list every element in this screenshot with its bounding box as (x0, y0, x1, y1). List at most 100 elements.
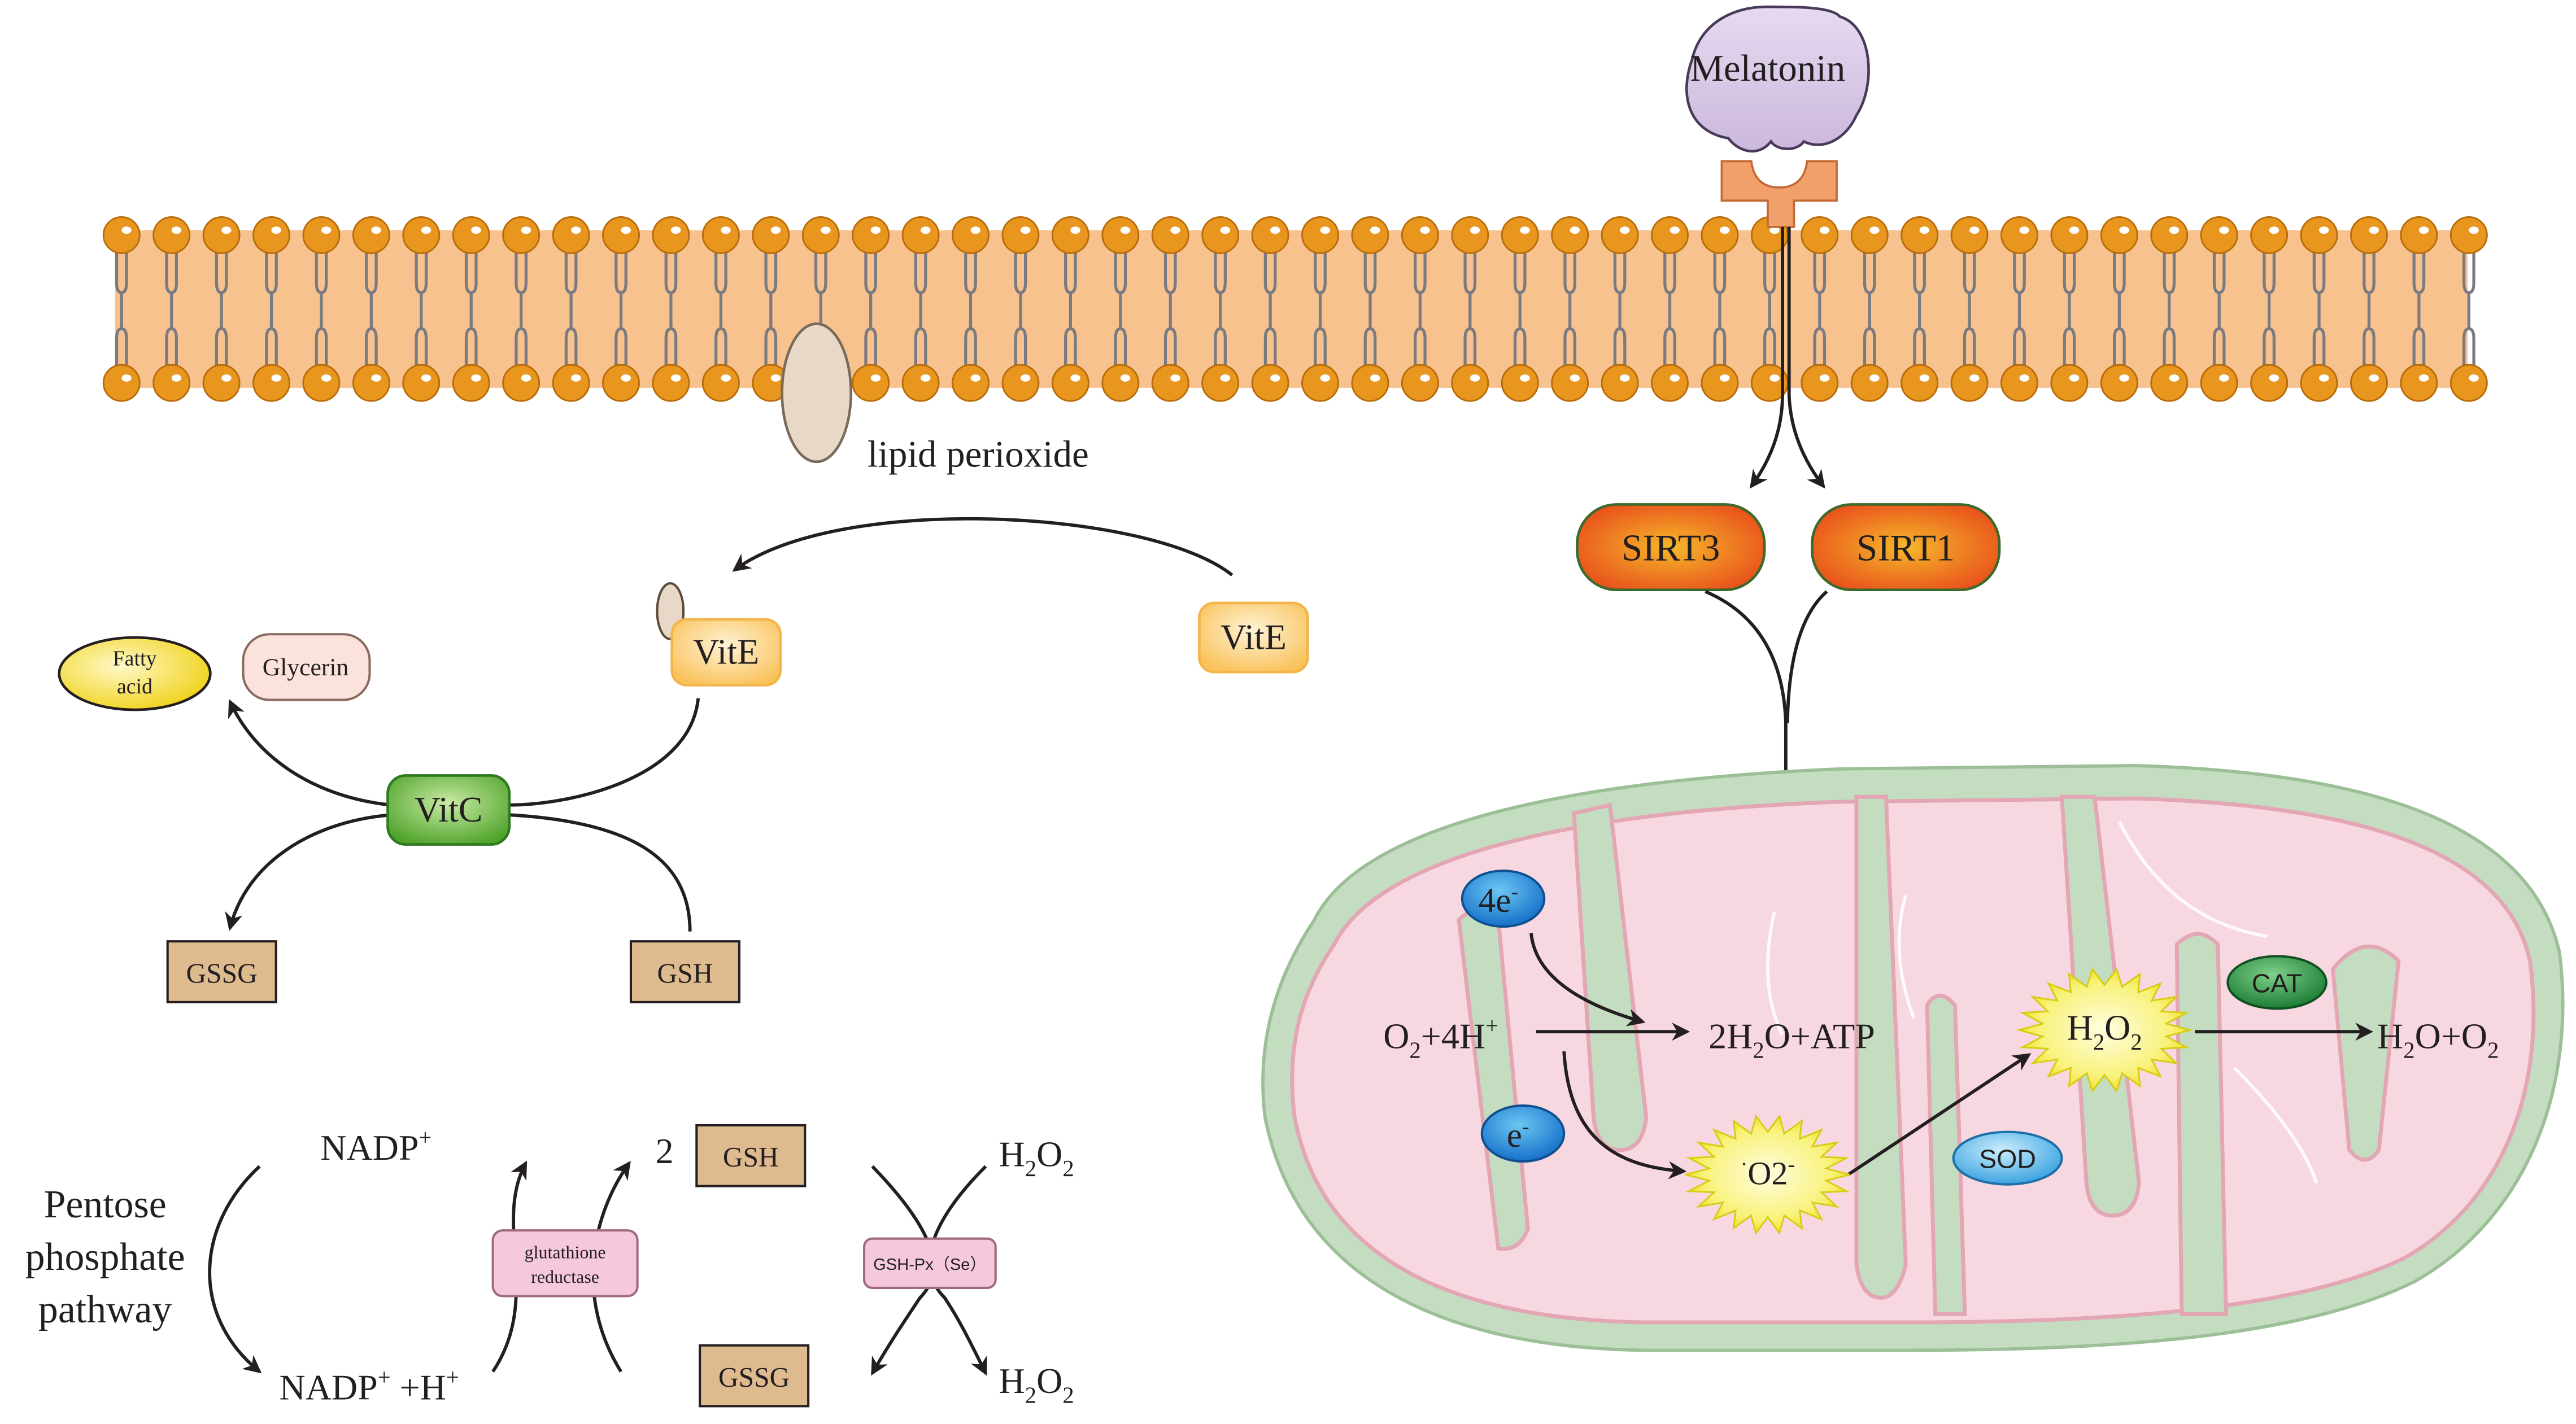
lipid-head-highlight (521, 374, 531, 382)
crista-4 (1925, 993, 1967, 1316)
gssg-lower-label: GSSG (718, 1361, 790, 1392)
vite-free-box (1198, 601, 1309, 674)
fatty-acid-label-line1: Fatty (113, 647, 157, 671)
lipid-head (102, 364, 141, 402)
lipid-head-highlight (1270, 374, 1280, 382)
water-atp-label: 2H2O+ATP (1708, 1016, 1875, 1063)
lipid-head-highlight (171, 226, 182, 234)
lipid-tail (415, 246, 428, 372)
lipid-tail (1463, 246, 1477, 372)
four-electron-label: 4e- (1479, 880, 1518, 920)
lipid-tail (1563, 246, 1576, 372)
lipid-head-highlight (1270, 226, 1280, 234)
lipid-tail (1014, 246, 1027, 372)
gsh-lower-box (695, 1124, 807, 1187)
vite-free-node: VitE (1198, 601, 1309, 674)
lipid-head-highlight (770, 226, 781, 234)
lipid-head-highlight (2019, 226, 2029, 234)
electron-shape (1480, 1104, 1566, 1163)
water-oxygen-label: H2O+O2 (2377, 1016, 2499, 1063)
gsh-lower-node: GSH (695, 1124, 807, 1187)
lipid-head-highlight (2369, 226, 2379, 234)
lipid-heads (102, 216, 2488, 402)
vite-bound-label: VitE (693, 632, 759, 672)
lipid-tail (1263, 246, 1277, 372)
lipid-head-highlight (2369, 374, 2379, 382)
lipid-head-highlight (621, 374, 631, 382)
four-electron-node: 4e- (1461, 870, 1546, 928)
lipid-head (701, 364, 740, 402)
gssg-lower-node: GSSG (699, 1344, 810, 1408)
superoxide-node: ·O2- (1685, 1114, 1850, 1235)
glutathione-reductase-line2: reductase (531, 1266, 599, 1287)
lipid-head (302, 216, 341, 254)
gsh-upper-node: GSH (629, 940, 740, 1003)
lipid-head (452, 364, 490, 402)
lipid-head (352, 364, 390, 402)
sirt1-node: SIRT1 (1811, 503, 2001, 592)
lipid-head (652, 216, 690, 254)
lipid-head-highlight (1969, 226, 1980, 234)
lipid-head (1301, 364, 1339, 402)
lipid-tail (1314, 246, 1327, 372)
lipid-head (1501, 216, 1539, 254)
lipid-head (402, 364, 441, 402)
lipid-head (152, 364, 191, 402)
lipid-tail (2163, 246, 2176, 372)
h2o2-burst (2016, 967, 2193, 1093)
lipid-head-highlight (1670, 374, 1680, 382)
lipid-head-highlight (1170, 226, 1180, 234)
lipid-head (2100, 216, 2138, 254)
lipid-head (152, 216, 191, 254)
sirt1-join-curve (1785, 590, 1828, 723)
lipid-head-highlight (1470, 226, 1480, 234)
vitc-node: VitC (386, 774, 511, 846)
lipid-head (1151, 216, 1189, 254)
melatonin-shape (1685, 5, 1870, 153)
lipid-tail (315, 246, 328, 372)
arrow-vite-regeneration (732, 517, 1233, 576)
lipid-head-highlight (870, 374, 881, 382)
lipid-head (1351, 364, 1389, 402)
glycerin-label: Glycerin (263, 654, 349, 681)
glycerin-shape (242, 633, 371, 701)
lipid-head (1551, 364, 1589, 402)
lipid-head (2449, 364, 2488, 402)
lipid-head (1001, 216, 1040, 254)
lipid-tail (564, 246, 578, 372)
lipid-tail (714, 246, 727, 372)
h2o2-mito-node: H2O2 (2016, 967, 2193, 1093)
melatonin-label: Melatonin (1690, 47, 1845, 89)
lipid-head-highlight (821, 226, 831, 234)
lipid-tails (115, 246, 2475, 372)
lipid-head-highlight (1719, 226, 1730, 234)
lipid-head-highlight (1070, 226, 1080, 234)
cell-membrane (102, 216, 2488, 402)
gssg-upper-box (166, 940, 277, 1003)
lipid-head (1451, 216, 1489, 254)
arrow-h2o2-to-h2o (928, 1165, 987, 1376)
lipid-head-highlight (471, 226, 481, 234)
lipid-head (2350, 216, 2388, 254)
fatty-acid-label-line2: acid (117, 675, 152, 698)
mitochondrion (1261, 764, 2565, 1352)
lipid-head-highlight (2269, 374, 2279, 382)
lipid-head-highlight (2169, 374, 2180, 382)
lipid-head (602, 216, 640, 254)
lipid-head-highlight (2119, 374, 2129, 382)
lipid-head (2449, 216, 2488, 254)
lipid-head (552, 364, 590, 402)
lipid-head-highlight (1320, 374, 1330, 382)
lipid-head (1151, 364, 1189, 402)
vitc-curves (225, 698, 700, 932)
arrow-gsh-to-gssg (871, 1165, 935, 1376)
gsh-upper-box (629, 940, 740, 1003)
lipid-head (2400, 364, 2438, 402)
gsh-upper-label: GSH (657, 958, 713, 989)
lipid-head-highlight (921, 374, 931, 382)
lipid-tail (115, 246, 128, 372)
lipid-tail (1913, 246, 1926, 372)
h2o2-top-label: H2O2 (999, 1134, 1074, 1181)
superoxide-label: ·O2- (1741, 1152, 1795, 1191)
lipid-head (2100, 364, 2138, 402)
